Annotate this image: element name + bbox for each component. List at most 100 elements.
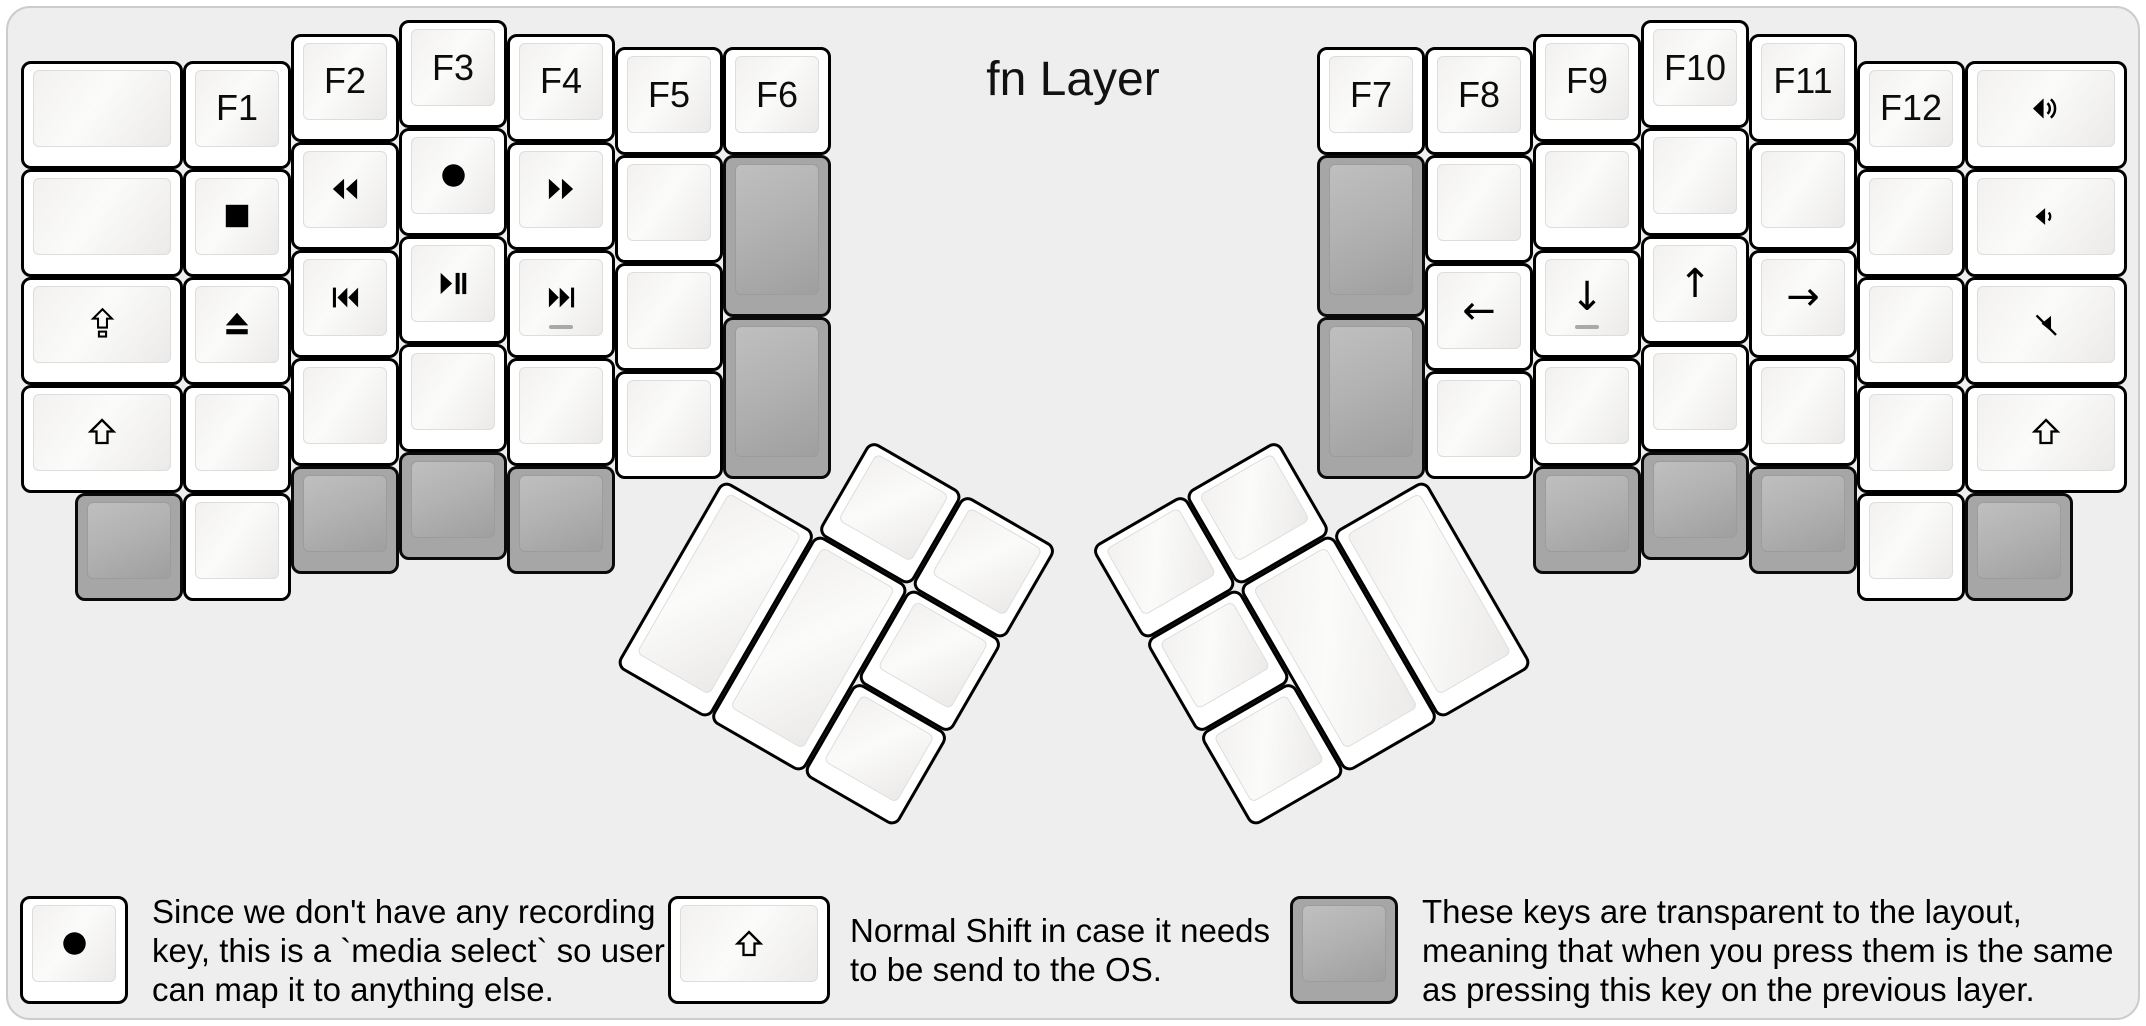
key-blank[interactable]	[615, 155, 723, 263]
arrow-glyph: ←	[1462, 287, 1496, 334]
key-caps-lock[interactable]	[21, 276, 183, 385]
volume-up-icon	[2030, 94, 2063, 123]
keytop: ←	[1437, 272, 1521, 349]
key-transparent[interactable]	[1641, 452, 1749, 560]
key-blank[interactable]	[291, 357, 399, 466]
key-legend-text: F8	[1457, 73, 1500, 115]
key-f11[interactable]: F11	[1749, 33, 1857, 142]
keytop	[627, 164, 711, 241]
key-transparent[interactable]	[399, 452, 507, 560]
keytop	[1977, 393, 2115, 471]
key-blank[interactable]	[1533, 357, 1641, 466]
key-blank[interactable]	[615, 371, 723, 479]
key-transparent[interactable]	[1317, 317, 1425, 479]
rewind-icon	[330, 175, 360, 203]
key-blank[interactable]	[1857, 492, 1965, 601]
key-record-media-select[interactable]	[399, 128, 507, 236]
key-volume-up[interactable]	[1965, 60, 2127, 169]
keytop	[1869, 393, 1953, 471]
keytop	[303, 366, 387, 444]
keytop	[1977, 501, 2061, 579]
key-volume-down[interactable]	[1965, 168, 2127, 277]
key-f4[interactable]: F4	[507, 33, 615, 142]
keytop	[1869, 177, 1953, 255]
key-transparent[interactable]	[1749, 465, 1857, 574]
key-blank[interactable]	[399, 344, 507, 452]
key-transparent[interactable]	[75, 492, 183, 601]
key-play-pause[interactable]	[399, 236, 507, 344]
key-blank[interactable]	[507, 357, 615, 466]
key-f8[interactable]: F8	[1425, 47, 1533, 155]
key-blank[interactable]	[1533, 141, 1641, 250]
key-blank[interactable]	[1749, 141, 1857, 250]
key-blank[interactable]	[1425, 155, 1533, 263]
record-icon	[440, 162, 467, 189]
key-blank[interactable]	[21, 60, 183, 169]
key-transparent[interactable]	[723, 155, 831, 317]
key-arrow-right[interactable]: →	[1749, 249, 1857, 358]
key-arrow-left[interactable]: ←	[1425, 263, 1533, 371]
key-transparent[interactable]	[291, 465, 399, 574]
key-blank[interactable]	[1641, 344, 1749, 452]
key-f7[interactable]: F7	[1317, 47, 1425, 155]
key-legend-text: F1	[215, 87, 258, 128]
keytop	[1545, 366, 1629, 444]
key-blank[interactable]	[1425, 371, 1533, 479]
key-blank[interactable]	[1749, 357, 1857, 466]
shift-icon	[87, 417, 117, 447]
key-stop[interactable]	[183, 168, 291, 277]
key-shift-right[interactable]	[1965, 384, 2127, 493]
key-f3[interactable]: F3	[399, 20, 507, 128]
prev-track-icon	[330, 284, 361, 311]
legend-media-select-key-sample	[20, 896, 128, 1004]
key-shift-left[interactable]	[21, 384, 183, 493]
key-legend-text: F5	[647, 73, 690, 115]
key-legend-text: F10	[1663, 46, 1727, 88]
key-transparent[interactable]	[1533, 465, 1641, 574]
key-f5[interactable]: F5	[615, 47, 723, 155]
key-blank[interactable]	[1641, 128, 1749, 236]
key-blank[interactable]	[1857, 168, 1965, 277]
key-arrow-up[interactable]: ↑	[1641, 236, 1749, 344]
keytop	[1545, 150, 1629, 228]
key-transparent[interactable]	[723, 317, 831, 479]
key-blank[interactable]	[21, 168, 183, 277]
key-fast-forward[interactable]	[507, 141, 615, 250]
key-rewind[interactable]	[291, 141, 399, 250]
key-transparent[interactable]	[1965, 492, 2073, 601]
key-blank[interactable]	[1857, 276, 1965, 385]
keytop: ↓	[1545, 258, 1629, 336]
key-transparent[interactable]	[507, 465, 615, 574]
key-f10[interactable]: F10	[1641, 20, 1749, 128]
key-f2[interactable]: F2	[291, 33, 399, 142]
key-legend-text: F9	[1565, 60, 1608, 101]
keytop	[411, 461, 495, 538]
key-f12[interactable]: F12	[1857, 60, 1965, 169]
key-f9[interactable]: F9	[1533, 33, 1641, 142]
keytop	[1437, 380, 1521, 457]
keytop	[735, 326, 819, 457]
key-prev-track[interactable]	[291, 249, 399, 358]
key-arrow-down[interactable]: ↓	[1533, 249, 1641, 358]
key-mute[interactable]	[1965, 276, 2127, 385]
key-f6[interactable]: F6	[723, 47, 831, 155]
key-next-track[interactable]	[507, 249, 615, 358]
keytop	[195, 177, 279, 255]
keytop	[303, 258, 387, 336]
key-blank[interactable]	[183, 492, 291, 601]
key-blank[interactable]	[615, 263, 723, 371]
keytop	[195, 501, 279, 579]
key-legend-text: F6	[755, 73, 798, 115]
key-transparent[interactable]	[1317, 155, 1425, 317]
key-eject[interactable]	[183, 276, 291, 385]
key-f1[interactable]: F1	[183, 60, 291, 169]
keytop	[680, 905, 818, 982]
key-blank[interactable]	[183, 384, 291, 493]
keytop	[519, 150, 603, 228]
key-blank[interactable]	[1857, 384, 1965, 493]
keytop	[33, 177, 171, 255]
legend-transparent-keys-key-sample	[1290, 896, 1398, 1004]
